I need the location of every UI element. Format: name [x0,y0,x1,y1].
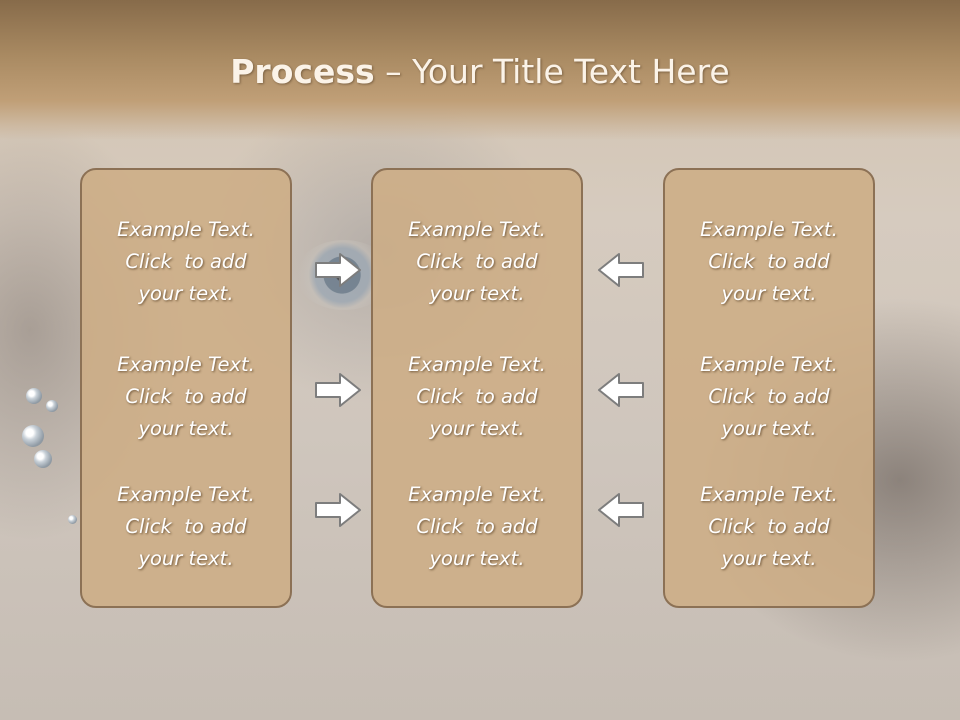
text-line: your text. [429,282,525,305]
text-box-left[interactable]: Example Text. Click to add your text. Ex… [80,168,292,608]
text-item[interactable]: Example Text. Click to add your text. [373,479,581,575]
text-item[interactable]: Example Text. Click to add your text. [82,479,290,575]
text-line: Click to add [125,250,247,273]
text-item[interactable]: Example Text. Click to add your text. [665,214,873,310]
text-line: Click to add [708,385,830,408]
text-item[interactable]: Example Text. Click to add your text. [665,479,873,575]
left-arrow-icon [598,373,644,407]
text-line: your text. [721,282,817,305]
right-arrow-icon [315,253,361,287]
slide-title[interactable]: Process – Your Title Text Here [0,52,960,91]
text-line: Click to add [125,385,247,408]
text-line: Click to add [416,385,538,408]
text-line: Example Text. [408,353,546,376]
gem-decoration [22,425,44,447]
gem-decoration [26,388,42,404]
text-line: your text. [138,417,234,440]
text-line: Example Text. [700,483,838,506]
text-item[interactable]: Example Text. Click to add your text. [665,349,873,445]
text-line: Example Text. [117,218,255,241]
gem-decoration [46,400,58,412]
text-item[interactable]: Example Text. Click to add your text. [373,214,581,310]
text-line: Click to add [708,250,830,273]
text-line: Click to add [125,515,247,538]
text-line: your text. [721,547,817,570]
text-line: Example Text. [408,483,546,506]
right-arrow-icon [315,493,361,527]
text-line: your text. [721,417,817,440]
text-item[interactable]: Example Text. Click to add your text. [82,214,290,310]
text-line: Example Text. [700,218,838,241]
gem-decoration [68,515,77,524]
text-line: Click to add [708,515,830,538]
title-rest-part: – Your Title Text Here [374,52,730,91]
text-item[interactable]: Example Text. Click to add your text. [373,349,581,445]
text-line: Click to add [416,250,538,273]
text-line: Example Text. [117,483,255,506]
background-gems-decoration [18,370,88,540]
title-bar: Process – Your Title Text Here [0,0,960,140]
text-box-middle[interactable]: Example Text. Click to add your text. Ex… [371,168,583,608]
text-line: Example Text. [700,353,838,376]
text-line: your text. [138,547,234,570]
right-arrow-icon [315,373,361,407]
gem-decoration [34,450,52,468]
title-bold-part: Process [230,52,375,91]
text-line: Example Text. [117,353,255,376]
text-line: Example Text. [408,218,546,241]
text-line: your text. [429,417,525,440]
text-line: your text. [138,282,234,305]
text-box-right[interactable]: Example Text. Click to add your text. Ex… [663,168,875,608]
left-arrow-icon [598,253,644,287]
left-arrow-icon [598,493,644,527]
text-line: Click to add [416,515,538,538]
text-item[interactable]: Example Text. Click to add your text. [82,349,290,445]
text-line: your text. [429,547,525,570]
